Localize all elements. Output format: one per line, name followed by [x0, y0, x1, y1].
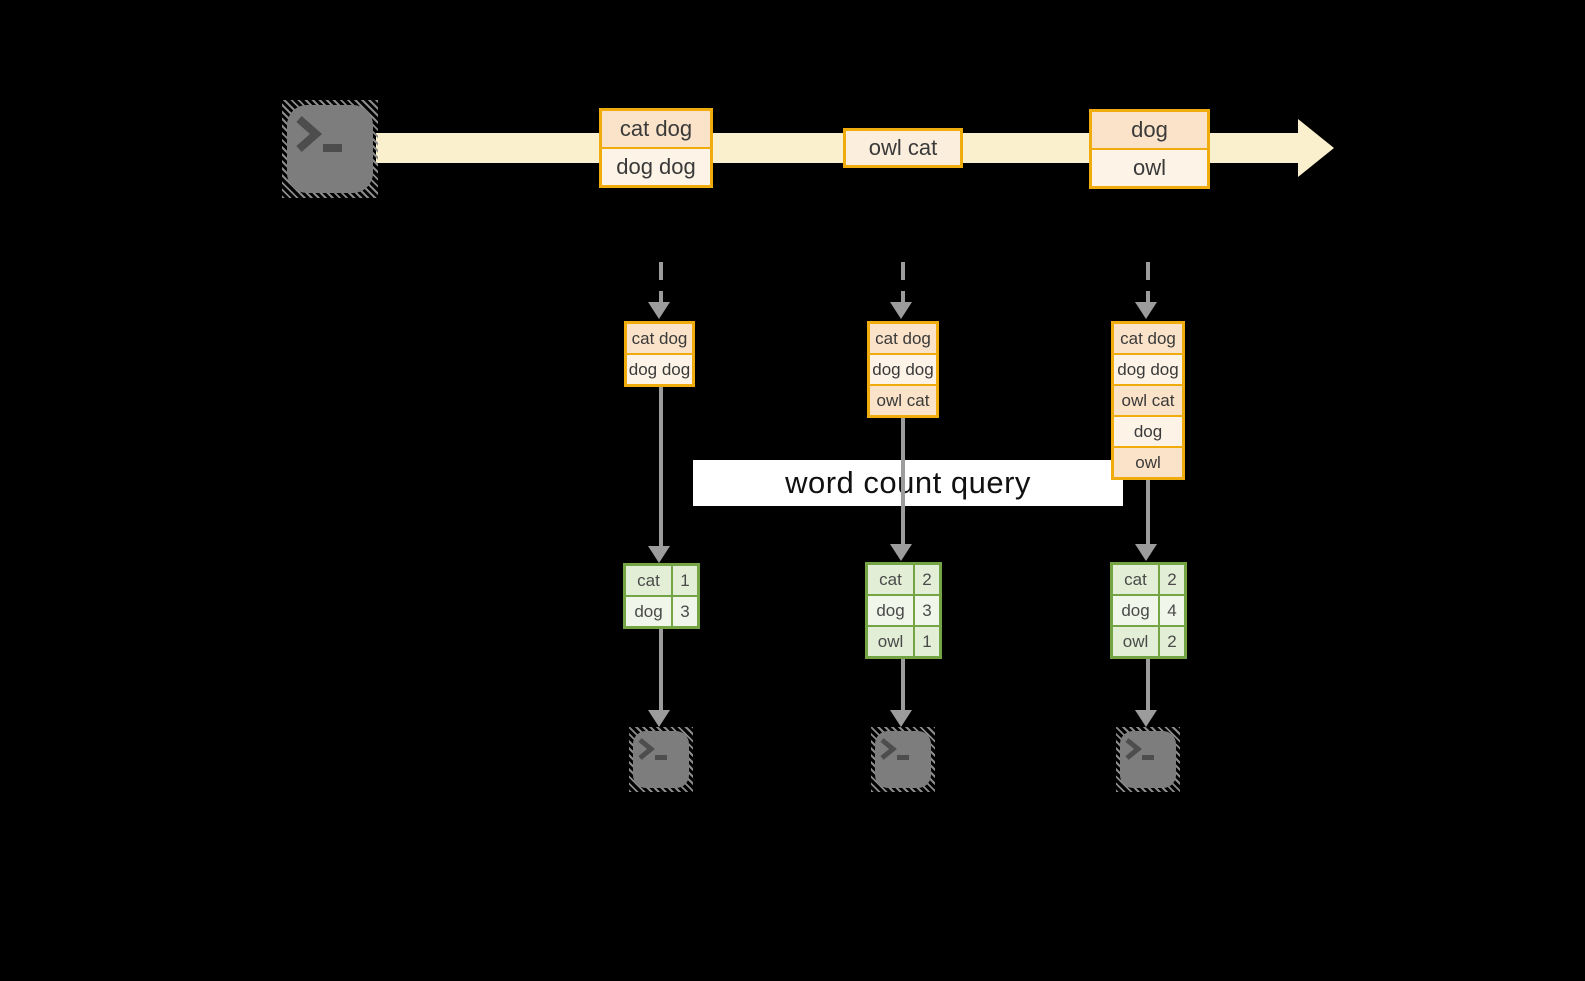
- source-terminal-icon: [282, 100, 378, 198]
- terminal-prompt-icon: [638, 738, 667, 760]
- arrow-down-icon: [890, 302, 912, 319]
- count-word: owl: [868, 627, 913, 656]
- ingest-arrow-line-1: [659, 262, 663, 303]
- sink-terminal-icon-3: [1116, 727, 1180, 792]
- terminal-prompt-icon: [880, 738, 909, 760]
- count-value: 2: [1160, 627, 1184, 656]
- buffer-cell: owl cat: [870, 386, 936, 415]
- arrow-down-icon: [1135, 710, 1157, 727]
- buffer-cell: owl: [1114, 448, 1182, 477]
- buffer-cell: dog dog: [870, 355, 936, 384]
- query-arrow-line-1: [659, 387, 663, 546]
- stream-event-box-2: owl cat: [843, 128, 963, 168]
- query-label: word count query: [693, 460, 1123, 506]
- sink-arrow-line-1: [659, 629, 663, 710]
- arrow-down-icon: [890, 710, 912, 727]
- stream-event-box-3: dog owl: [1089, 109, 1210, 189]
- buffer-stack-2: cat dog dog dog owl cat: [867, 321, 939, 418]
- count-value: 1: [915, 627, 939, 656]
- event-cell: dog dog: [602, 149, 710, 185]
- count-table-3: cat 2 dog 4 owl 2: [1110, 562, 1187, 659]
- buffer-cell: dog dog: [1114, 355, 1182, 384]
- terminal-prompt-icon: [296, 116, 342, 152]
- buffer-cell: dog: [1114, 417, 1182, 446]
- query-arrow-line-3: [1146, 480, 1150, 544]
- count-word: dog: [1113, 596, 1158, 625]
- arrow-down-icon: [1135, 302, 1157, 319]
- buffer-cell: owl cat: [1114, 386, 1182, 415]
- count-value: 1: [673, 566, 697, 595]
- arrow-down-icon: [1135, 544, 1157, 561]
- arrow-down-icon: [648, 546, 670, 563]
- event-cell: owl: [1092, 150, 1207, 186]
- count-value: 2: [915, 565, 939, 594]
- count-value: 2: [1160, 565, 1184, 594]
- stream-event-box-1: cat dog dog dog: [599, 108, 713, 188]
- count-word: dog: [868, 596, 913, 625]
- count-value: 4: [1160, 596, 1184, 625]
- sink-terminal-icon-2: [871, 727, 935, 792]
- count-word: cat: [626, 566, 671, 595]
- event-cell: dog: [1092, 112, 1207, 148]
- event-cell: owl cat: [846, 131, 960, 165]
- buffer-stack-1: cat dog dog dog: [624, 321, 695, 387]
- terminal-prompt-icon: [1125, 738, 1154, 760]
- buffer-cell: cat dog: [870, 324, 936, 353]
- ingest-arrow-line-2: [901, 262, 905, 303]
- arrow-down-icon: [648, 710, 670, 727]
- event-cell: cat dog: [602, 111, 710, 147]
- count-word: cat: [1113, 565, 1158, 594]
- query-arrow-line-2: [901, 418, 905, 544]
- count-word: dog: [626, 597, 671, 626]
- arrow-down-icon: [648, 302, 670, 319]
- count-value: 3: [915, 596, 939, 625]
- count-value: 3: [673, 597, 697, 626]
- buffer-cell: dog dog: [627, 355, 692, 384]
- count-table-1: cat 1 dog 3: [623, 563, 700, 629]
- buffer-cell: cat dog: [627, 324, 692, 353]
- stream-arrow-right-icon: [1298, 119, 1334, 177]
- buffer-cell: cat dog: [1114, 324, 1182, 353]
- sink-terminal-icon-1: [629, 727, 693, 792]
- sink-arrow-line-3: [1146, 659, 1150, 710]
- arrow-down-icon: [890, 544, 912, 561]
- count-word: cat: [868, 565, 913, 594]
- ingest-arrow-line-3: [1146, 262, 1150, 303]
- sink-arrow-line-2: [901, 659, 905, 710]
- count-table-2: cat 2 dog 3 owl 1: [865, 562, 942, 659]
- buffer-stack-3: cat dog dog dog owl cat dog owl: [1111, 321, 1185, 480]
- count-word: owl: [1113, 627, 1158, 656]
